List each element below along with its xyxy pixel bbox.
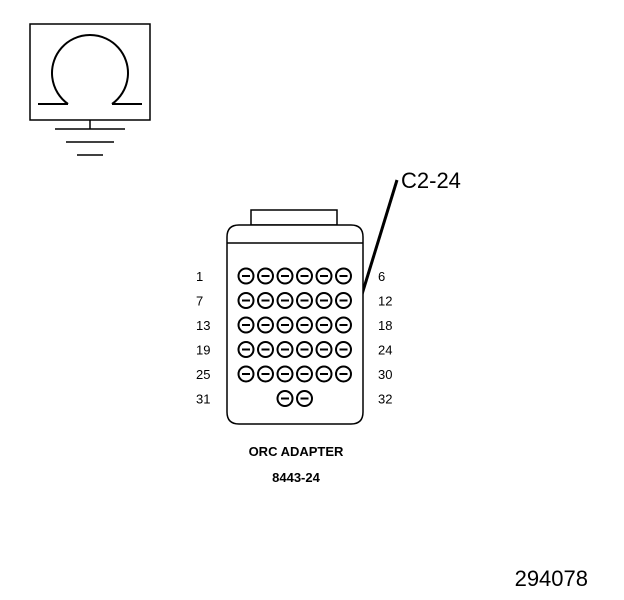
row-end-label: 18	[378, 318, 392, 333]
connector-pin	[237, 341, 255, 358]
connector-pin	[237, 365, 255, 383]
connector-pin	[296, 316, 313, 334]
connector-pin	[296, 267, 313, 285]
connector-pin	[276, 292, 294, 309]
connector-pin	[335, 341, 352, 358]
ground-icon	[55, 120, 125, 156]
row-end-label: 32	[378, 392, 392, 407]
connector-pin	[257, 365, 274, 383]
row-start-label: 7	[196, 294, 203, 309]
connector-pin	[276, 316, 294, 334]
connector-pins	[237, 267, 352, 407]
row-start-label: 31	[196, 392, 210, 407]
row-start-label: 19	[196, 343, 210, 358]
connector-pin	[335, 365, 352, 383]
connector-pin	[315, 365, 333, 383]
connector-pin	[315, 316, 333, 334]
row-start-label: 1	[196, 269, 203, 284]
connector-pin	[276, 365, 294, 383]
row-end-label: 12	[378, 294, 392, 309]
connector-pin	[257, 316, 274, 334]
connector-pin	[257, 267, 274, 285]
connector-pin	[335, 267, 352, 285]
connector-pin	[296, 365, 313, 383]
connector-pin	[296, 390, 313, 407]
figure-number: 294078	[515, 566, 588, 591]
pin-number-labels: 1 6 7 12 13 18 19 24 25 30 31 32	[196, 269, 392, 407]
connector-pin	[276, 390, 294, 407]
callout-label: C2-24	[401, 168, 461, 193]
connector-pin	[315, 267, 333, 285]
connector-pin	[335, 292, 352, 309]
connector-pin	[237, 267, 255, 285]
connector-pin	[315, 292, 333, 309]
connector-pin	[296, 292, 313, 309]
connector-pin	[315, 341, 333, 358]
connector-part-number: 8443-24	[272, 470, 320, 485]
row-start-label: 13	[196, 318, 210, 333]
connector-pin	[276, 341, 294, 358]
row-end-label: 30	[378, 367, 392, 382]
row-start-label: 25	[196, 367, 210, 382]
row-end-label: 24	[378, 343, 392, 358]
connector-pin	[276, 267, 294, 285]
row-end-label: 6	[378, 269, 385, 284]
connector-pin	[237, 316, 255, 334]
connector-pin	[257, 341, 274, 358]
connector-pin	[237, 292, 255, 309]
ohm-meter-icon	[29, 23, 151, 121]
connector-title: ORC ADAPTER	[249, 444, 344, 459]
connector-pin	[296, 341, 313, 358]
connector-pin	[257, 292, 274, 309]
connector-pin	[335, 316, 352, 334]
